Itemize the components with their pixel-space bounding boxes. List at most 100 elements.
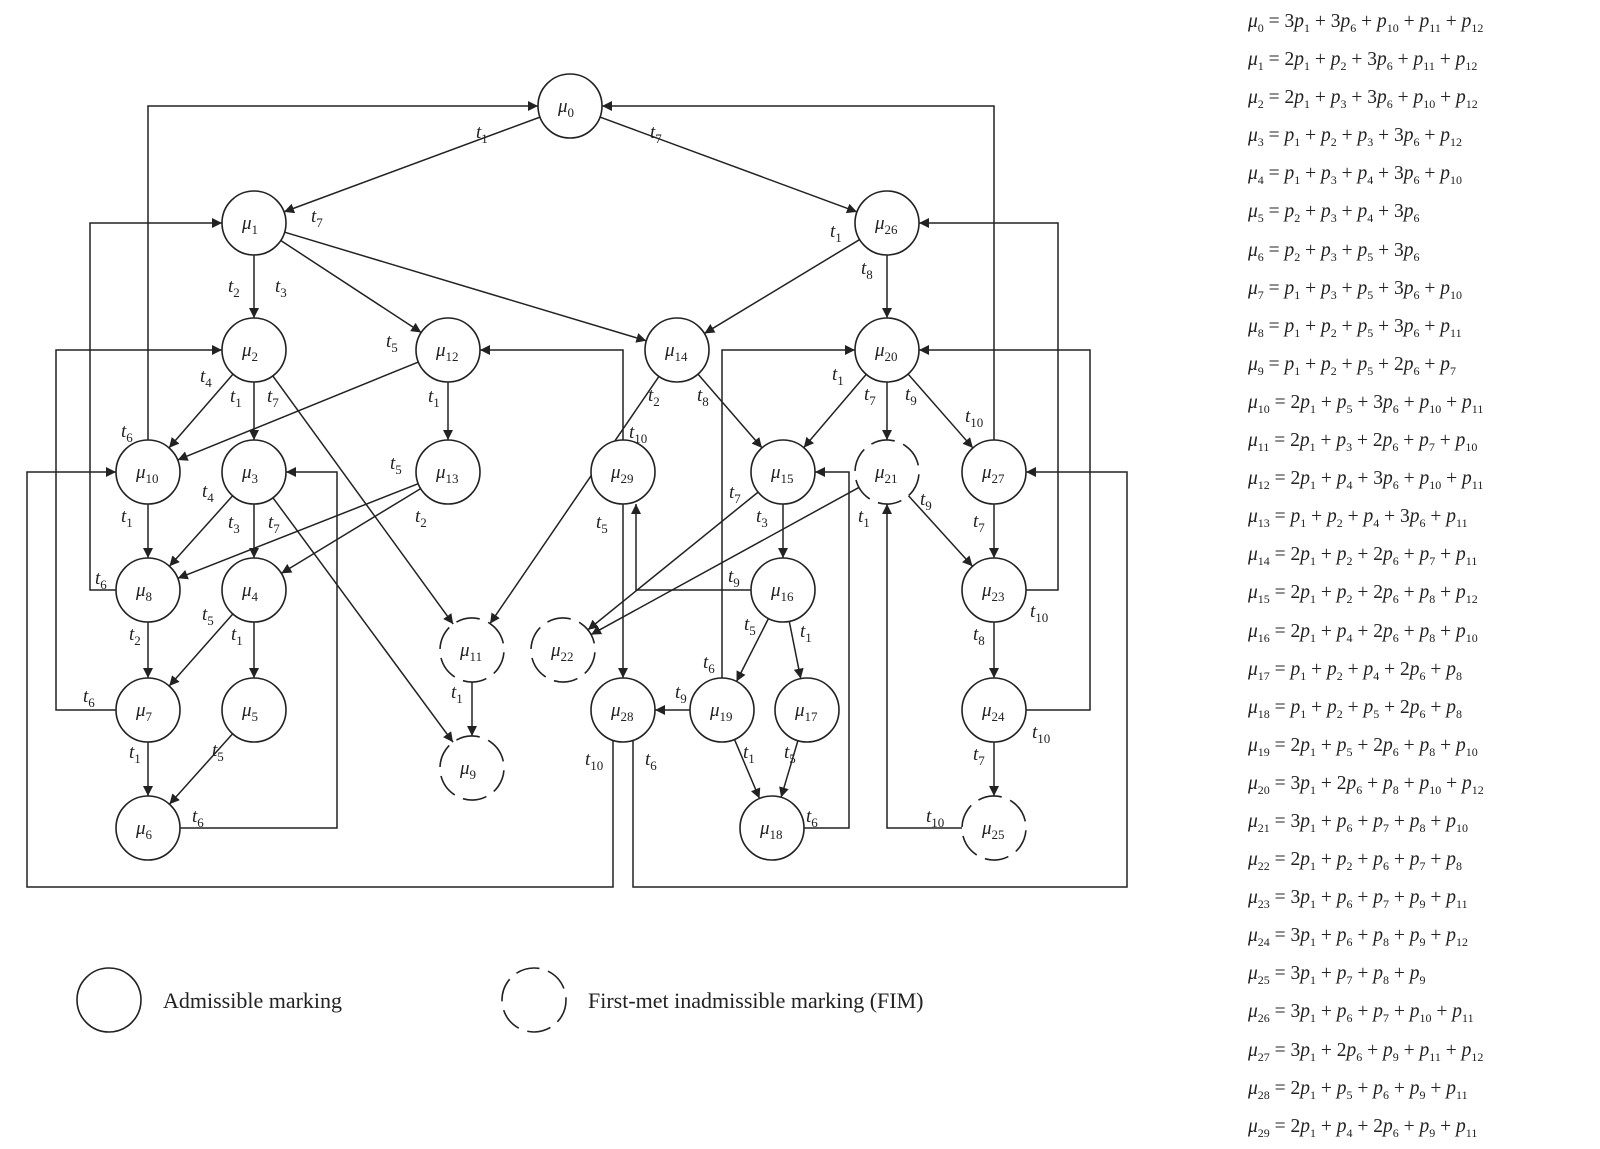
edge-mu3-mu9 bbox=[272, 497, 454, 743]
transition-label-mu0-mu26: t7 bbox=[650, 122, 662, 146]
equation-mu29: μ29 = 2p1 + p4 + 2p6 + p9 + p11 bbox=[1248, 1115, 1478, 1140]
marking-circle bbox=[854, 190, 920, 256]
marking-circle bbox=[750, 557, 816, 623]
edges-layer bbox=[26, 101, 1128, 888]
legend-admissible-label: Admissible marking bbox=[163, 988, 342, 1013]
transition-label-mu13-mu8: t5 bbox=[390, 453, 402, 477]
edge-mu29-mu12 bbox=[480, 345, 624, 440]
edge-mu25-mu21 bbox=[882, 504, 962, 829]
transition-label-mu18-mu15: t6 bbox=[806, 806, 818, 830]
equation-mu23: μ23 = 3p1 + p6 + p7 + p9 + p11 bbox=[1248, 887, 1468, 912]
transition-label-mu20-mu27: t9 bbox=[905, 384, 917, 408]
equation-mu0: μ0 = 3p1 + 3p6 + p10 + p11 + p12 bbox=[1248, 11, 1484, 35]
edge-mu21-mu23 bbox=[907, 495, 974, 567]
legend-admissible-circle bbox=[76, 967, 142, 1033]
transition-label-mu20-mu15: t1 bbox=[832, 364, 844, 388]
edge-mu4-mu7 bbox=[168, 613, 234, 687]
transition-label-mu16-mu19: t5 bbox=[744, 614, 756, 638]
transition-label-mu10-mu0: t6 bbox=[121, 421, 133, 445]
equation-mu13: μ13 = p1 + p2 + p4 + 3p6 + p11 bbox=[1248, 506, 1468, 531]
marking-circle bbox=[590, 677, 656, 743]
transition-label-mu7-mu2: t6 bbox=[83, 686, 95, 710]
marking-node-mu19: μ19 bbox=[689, 677, 755, 743]
marking-node-mu22: μ22 bbox=[530, 617, 596, 683]
equation-mu21: μ21 = 3p1 + p6 + p7 + p8 + p10 bbox=[1248, 810, 1469, 835]
legend-fim-label: First-met inadmissible marking (FIM) bbox=[588, 988, 923, 1013]
equation-mu17: μ17 = p1 + p2 + p4 + 2p6 + p8 bbox=[1248, 658, 1463, 683]
equation-mu27: μ27 = 3p1 + 2p6 + p9 + p11 + p12 bbox=[1248, 1039, 1484, 1064]
transition-label-mu12-mu13: t1 bbox=[428, 386, 440, 410]
marking-circle bbox=[115, 677, 181, 743]
transition-label-mu10-mu8: t1 bbox=[121, 506, 133, 530]
transition-label-mu11-mu9: t1 bbox=[451, 682, 463, 706]
edge-mu14-mu11 bbox=[489, 375, 660, 625]
edge-mu7-mu2 bbox=[55, 345, 222, 711]
marking-circle bbox=[537, 73, 603, 139]
edge-mu13-mu8 bbox=[177, 483, 419, 580]
marking-circle bbox=[774, 677, 840, 743]
edge-mu18-mu15 bbox=[804, 467, 850, 829]
marking-circle bbox=[115, 557, 181, 623]
edge-mu3-mu8 bbox=[168, 495, 234, 567]
marking-node-mu8: μ8 bbox=[115, 557, 181, 623]
edge-mu15-mu22 bbox=[587, 491, 759, 631]
marking-circle bbox=[415, 317, 481, 383]
equation-mu2: μ2 = 2p1 + p3 + 3p6 + p10 + p12 bbox=[1248, 87, 1478, 112]
marking-node-mu7: μ7 bbox=[115, 677, 181, 743]
transition-label-mu29-mu28: t5 bbox=[596, 512, 608, 536]
edge-mu6-mu3 bbox=[180, 467, 338, 829]
marking-node-mu14: μ14 bbox=[644, 317, 710, 383]
transition-label-mu1-mu12: t3 bbox=[275, 276, 287, 300]
edge-mu8-mu1 bbox=[89, 218, 222, 591]
marking-circle bbox=[221, 317, 287, 383]
edge-mu16-mu29 bbox=[631, 504, 751, 591]
transition-label-mu15-mu22: t7 bbox=[729, 482, 741, 506]
transition-label-mu12-mu10: t5 bbox=[386, 331, 398, 355]
equation-mu15: μ15 = 2p1 + p2 + 2p6 + p8 + p12 bbox=[1248, 582, 1478, 607]
edge-mu21-mu22 bbox=[590, 486, 860, 636]
equation-mu10: μ10 = 2p1 + p5 + 3p6 + p10 + p11 bbox=[1248, 391, 1484, 416]
transition-label-mu24-mu20: t10 bbox=[1032, 722, 1050, 746]
marking-node-mu28: μ28 bbox=[590, 677, 656, 743]
marking-node-mu20: μ20 bbox=[854, 317, 920, 383]
transition-label-mu20-mu21: t7 bbox=[864, 384, 876, 408]
transition-label-mu4-mu7: t5 bbox=[202, 604, 214, 628]
edge-mu5-mu6 bbox=[168, 733, 234, 805]
edge-mu20-mu15 bbox=[803, 373, 867, 449]
edge-mu10-mu0 bbox=[147, 101, 538, 440]
marking-node-mu29: μ29 bbox=[590, 439, 656, 505]
marking-circle bbox=[750, 439, 816, 505]
edge-mu19-mu20 bbox=[721, 345, 855, 678]
transition-label-mu2-mu10: t4 bbox=[200, 366, 212, 390]
marking-node-mu17: μ17 bbox=[774, 677, 840, 743]
marking-circle bbox=[961, 557, 1027, 623]
marking-node-mu23: μ23 bbox=[961, 557, 1027, 623]
transition-label-mu3-mu4: t3 bbox=[228, 512, 240, 536]
edge-mu26-mu14 bbox=[703, 238, 861, 335]
transition-label-mu1-mu2: t2 bbox=[228, 276, 240, 300]
marking-node-mu10: μ10 bbox=[115, 439, 181, 505]
transition-label-mu14-mu15: t8 bbox=[697, 385, 709, 409]
transition-label-mu23-mu24: t8 bbox=[973, 624, 985, 648]
marking-node-mu4: μ4 bbox=[221, 557, 287, 623]
transition-label-mu6-mu3: t6 bbox=[192, 806, 204, 830]
marking-node-mu25: μ25 bbox=[961, 795, 1027, 861]
transition-label-mu15-mu16: t3 bbox=[756, 506, 768, 530]
transition-label-mu2-mu11: t7 bbox=[267, 386, 279, 410]
marking-circle bbox=[739, 795, 805, 861]
transition-label-mu23-mu26: t10 bbox=[1030, 601, 1048, 625]
marking-circle bbox=[530, 617, 596, 683]
edge-mu2-mu10 bbox=[168, 373, 234, 449]
edge-mu14-mu15 bbox=[697, 373, 763, 449]
edge-mu16-mu17 bbox=[788, 621, 804, 679]
transition-label-mu17-mu18: t5 bbox=[784, 742, 796, 766]
marking-circle bbox=[221, 439, 287, 505]
transition-label-mu16-mu29: t9 bbox=[728, 566, 740, 590]
marking-circle bbox=[961, 439, 1027, 505]
transition-label-mu1-mu14: t7 bbox=[311, 206, 323, 230]
marking-circle bbox=[854, 317, 920, 383]
marking-node-mu24: μ24 bbox=[961, 677, 1027, 743]
edge-mu24-mu20 bbox=[919, 345, 1091, 711]
legend-fim-circle bbox=[501, 967, 567, 1033]
marking-equations: μ0 = 3p1 + 3p6 + p10 + p11 + p12 μ1 = 2p… bbox=[1248, 6, 1598, 1149]
